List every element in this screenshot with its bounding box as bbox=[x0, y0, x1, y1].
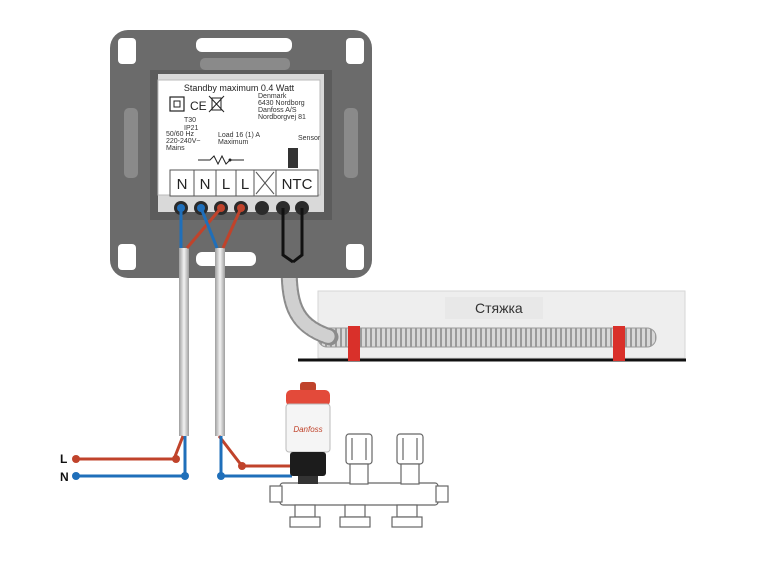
sensor-label: Sensor bbox=[298, 135, 321, 142]
weee-bin-icon bbox=[208, 95, 225, 113]
sensor-clip-left bbox=[348, 326, 360, 361]
address-line-1: Nordborgvej 81 bbox=[258, 114, 306, 121]
mains-cable bbox=[179, 248, 189, 436]
sensor-wire-1 bbox=[281, 208, 294, 264]
actuator-wiring bbox=[217, 435, 292, 480]
mains-line-2: 220-240V~ bbox=[166, 138, 200, 145]
terminal-n2: N bbox=[200, 176, 211, 193]
screed-floor: Стяжка bbox=[298, 290, 686, 362]
danfoss-actuator: Danfoss bbox=[285, 382, 331, 484]
terminal-n1: N bbox=[177, 176, 188, 193]
sensor-wire-2 bbox=[292, 208, 304, 264]
mains-line-1: Mains bbox=[166, 145, 185, 152]
address-country: Denmark bbox=[258, 93, 287, 100]
heating-manifold bbox=[269, 433, 449, 528]
load-cable bbox=[215, 248, 225, 436]
label-title: Standby maximum 0.4 Watt bbox=[184, 83, 295, 93]
terminal-empty-cross-icon bbox=[255, 171, 275, 195]
neutral-label: N bbox=[60, 470, 69, 484]
mains-line-3: 50/60 Hz bbox=[166, 131, 195, 138]
wire-load-l bbox=[221, 207, 243, 249]
manufacturer-name: Danfoss A/S bbox=[258, 107, 297, 114]
temp-rating: T30 bbox=[184, 117, 196, 124]
floor-sensor-coil bbox=[317, 327, 657, 348]
supply-wiring: L N bbox=[60, 435, 189, 484]
terminal-l2: L bbox=[241, 176, 249, 193]
double-insulation-icon bbox=[169, 96, 185, 112]
terminal-ntc: NTC bbox=[282, 176, 313, 193]
address-line-2: 6430 Nordborg bbox=[258, 100, 305, 107]
load-line-2: Load 16 (1) A bbox=[218, 132, 260, 139]
wire-mains-l bbox=[185, 207, 223, 249]
sensor-clip-right bbox=[613, 326, 625, 361]
live-label: L bbox=[60, 452, 67, 466]
actuator-brand: Danfoss bbox=[293, 425, 322, 434]
screed-label: Стяжка bbox=[475, 300, 523, 316]
ce-mark-icon: CE bbox=[190, 99, 207, 113]
load-line-1: Maximum bbox=[218, 139, 249, 146]
terminal-l1: L bbox=[222, 176, 230, 193]
ip-rating: IP21 bbox=[184, 125, 199, 132]
terminal-block: N N L L NTC bbox=[169, 169, 319, 197]
wire-load-n bbox=[199, 207, 219, 249]
